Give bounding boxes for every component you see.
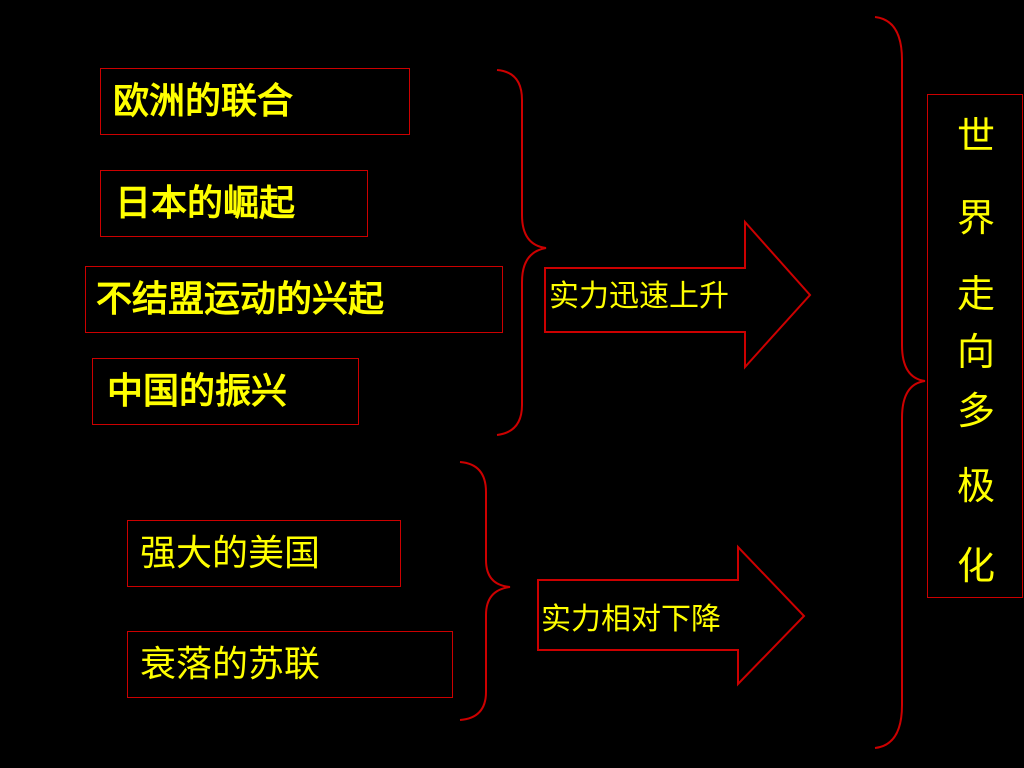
conclusion-char: 世 [956, 114, 995, 158]
declining-arrow [537, 544, 806, 687]
conclusion-char: 极 [956, 464, 995, 508]
declining-item-soviet: 衰落的苏联 [127, 631, 453, 698]
conclusion-char: 向 [956, 330, 995, 374]
rising-item-non-aligned: 不结盟运动的兴起 [85, 266, 503, 333]
conclusion-char: 多 [956, 389, 995, 433]
rising-item-japan: 日本的崛起 [100, 170, 368, 237]
rising-item-europe-union: 欧洲的联合 [100, 68, 410, 135]
conclusion-box: 世 界 走 向 多 极 化 [927, 94, 1023, 598]
declining-item-label: 强大的美国 [140, 532, 321, 574]
declining-item-label: 衰落的苏联 [140, 643, 321, 685]
upper-brace [496, 69, 547, 436]
rising-item-label: 中国的振兴 [107, 370, 288, 412]
rising-item-china: 中国的振兴 [92, 358, 359, 425]
rising-item-label: 不结盟运动的兴起 [96, 278, 385, 320]
conclusion-char: 走 [956, 272, 995, 316]
rising-arrow-label: 实力迅速上升 [549, 279, 729, 314]
rising-item-label: 欧洲的联合 [113, 80, 294, 122]
declining-arrow-label: 实力相对下降 [541, 602, 721, 637]
rising-arrow [544, 219, 812, 370]
declining-item-usa: 强大的美国 [127, 520, 401, 587]
conclusion-char: 界 [956, 196, 995, 240]
large-brace [874, 16, 926, 749]
lower-brace [459, 461, 511, 721]
rising-item-label: 日本的崛起 [115, 182, 296, 224]
conclusion-char: 化 [956, 544, 995, 588]
